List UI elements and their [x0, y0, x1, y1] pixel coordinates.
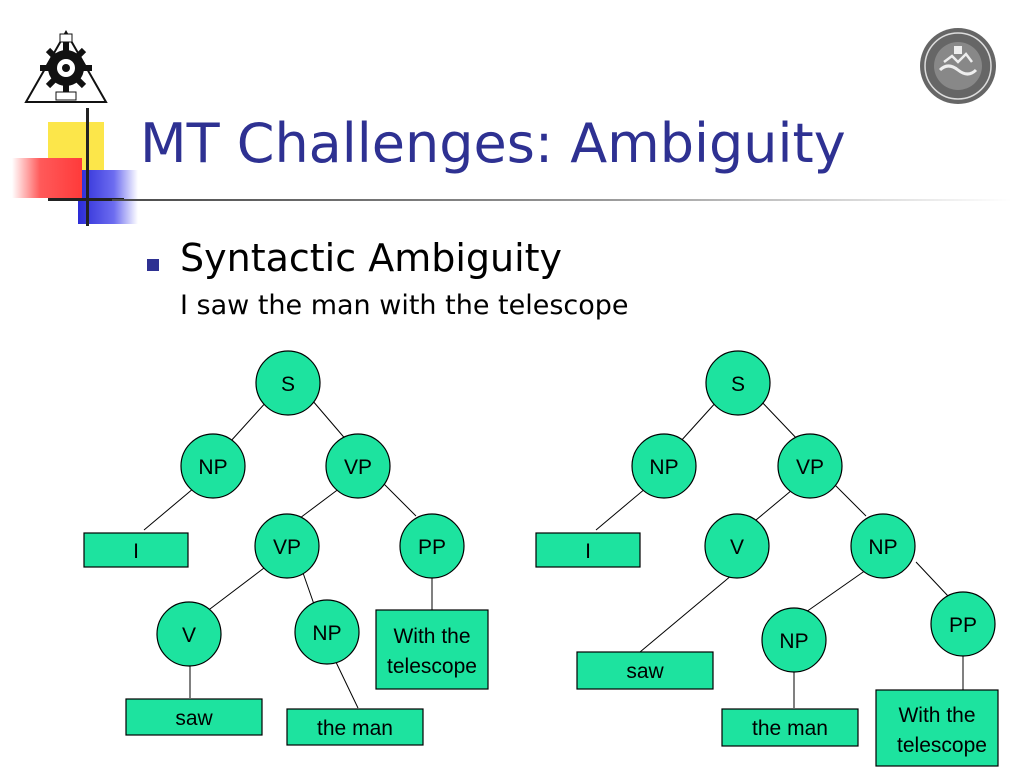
node-label: NP: [649, 456, 678, 479]
tree-node: [631, 433, 697, 499]
tree-node: [705, 350, 771, 416]
node-label: NP: [779, 630, 808, 653]
bullet-marker: [147, 259, 159, 271]
node-label: NP: [312, 622, 341, 645]
node-label: S: [731, 373, 745, 396]
right-tree-nodes: S NP VP I V NP saw NP PP the man With th…: [535, 350, 999, 767]
tree-node: [399, 513, 465, 579]
edge: [205, 567, 265, 613]
leaf-label: saw: [626, 660, 664, 683]
leaf-label: the man: [752, 717, 828, 740]
tree-node: [777, 433, 843, 499]
node-label: V: [182, 624, 196, 647]
leaf-box: [535, 532, 641, 568]
tree-node: [255, 350, 321, 416]
edge: [595, 487, 647, 531]
edge: [143, 487, 195, 531]
node-label: VP: [796, 456, 824, 479]
edge: [915, 561, 949, 597]
leaf-box: [576, 651, 714, 690]
tree-node: [254, 513, 320, 579]
leaf-label: I: [133, 540, 139, 563]
tree-node: [850, 513, 916, 579]
edge: [383, 483, 417, 517]
accent-horizontal-line: [48, 198, 124, 201]
tree-node: [704, 513, 770, 579]
leaf-label: telescope: [897, 734, 987, 757]
accent-vertical-line: [86, 108, 89, 226]
leaf-box: [875, 689, 999, 767]
node-label: PP: [949, 614, 977, 637]
slide-title: MT Challenges: Ambiguity: [140, 112, 846, 175]
tree-node: [325, 433, 391, 499]
accent-bar-red: [12, 158, 82, 198]
node-label: S: [281, 373, 295, 396]
leaf-label: the man: [317, 717, 393, 740]
node-label: V: [730, 536, 744, 559]
left-tree-edges: [143, 399, 433, 709]
right-tree-edges: [595, 399, 964, 708]
leaf-label: With the: [898, 704, 975, 727]
node-label: NP: [868, 536, 897, 559]
leaf-box: [125, 698, 263, 736]
bullet-heading: Syntactic Ambiguity: [180, 236, 563, 280]
node-label: PP: [418, 536, 446, 559]
node-label: VP: [273, 536, 301, 559]
left-tree-nodes: S NP VP I VP PP V NP With the telescope …: [83, 350, 489, 746]
leaf-box: [286, 708, 424, 746]
leaf-box: [375, 609, 489, 690]
edge: [299, 487, 341, 519]
leaf-label: With the: [393, 625, 470, 648]
leaf-box: [83, 532, 189, 568]
tree-node: [294, 599, 360, 665]
tree-node: [180, 433, 246, 499]
leaf-label: saw: [175, 707, 213, 730]
edge: [639, 569, 739, 653]
edge: [805, 569, 867, 613]
title-underline: [112, 199, 1012, 201]
gear-emblem-icon: [24, 29, 108, 103]
node-label: NP: [198, 456, 227, 479]
edge: [229, 399, 269, 443]
tree-node: [930, 591, 996, 657]
edge: [311, 399, 349, 443]
leaf-label: telescope: [387, 655, 477, 678]
edge: [755, 489, 793, 521]
edge: [759, 399, 801, 443]
edge: [833, 483, 867, 517]
leaf-box: [721, 708, 859, 747]
edge: [679, 399, 719, 443]
node-label: VP: [344, 456, 372, 479]
tree-node: [761, 607, 827, 673]
edge: [333, 657, 359, 709]
tree-node: [156, 601, 222, 667]
university-seal-icon: [920, 28, 996, 104]
bullet-subtext: I saw the man with the telescope: [180, 290, 629, 321]
leaf-label: I: [585, 540, 591, 563]
